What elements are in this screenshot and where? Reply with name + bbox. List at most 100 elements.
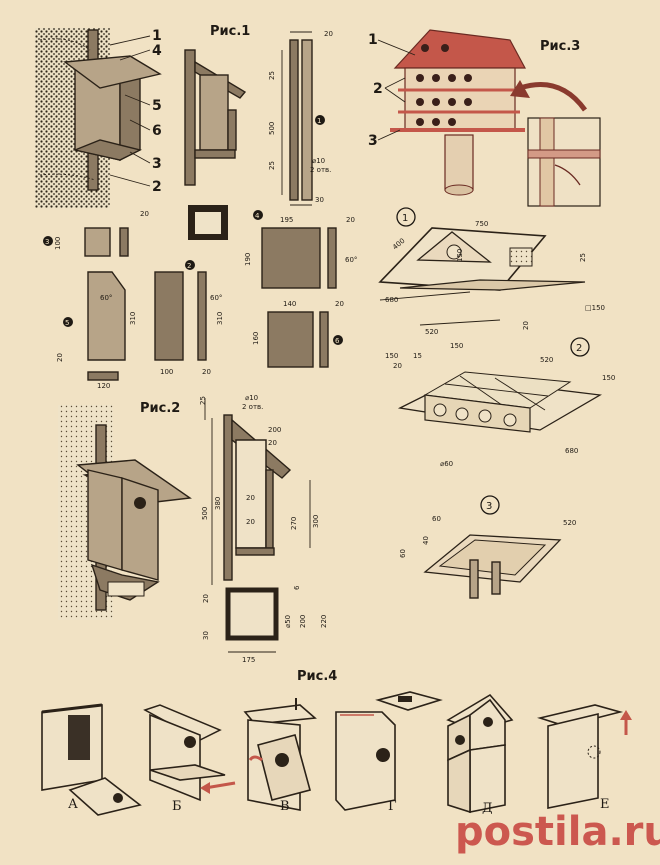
svg-text:40: 40 <box>422 536 430 545</box>
watermark: postila.ru <box>455 809 660 855</box>
part-5 <box>87 271 126 361</box>
fig3-group: Рис.3 1 2 3 <box>368 29 601 207</box>
callout-3: 3 <box>152 156 162 172</box>
svg-text:175: 175 <box>242 656 255 664</box>
svg-text:195: 195 <box>280 216 293 224</box>
fig2-bottom-square <box>225 587 279 641</box>
svg-text:⌀60: ⌀60 <box>440 460 453 468</box>
fig4-variant-a: А <box>41 703 142 816</box>
fig3-roof <box>393 29 527 69</box>
fig2-caption: Рис.2 <box>140 401 180 416</box>
svg-text:25: 25 <box>199 396 207 405</box>
svg-text:60°: 60° <box>210 294 222 302</box>
svg-text:30: 30 <box>315 196 324 204</box>
svg-text:4: 4 <box>255 212 260 220</box>
callout-4: 4 <box>152 43 162 59</box>
svg-text:100: 100 <box>160 368 173 376</box>
svg-text:⌀10: ⌀10 <box>245 394 258 402</box>
fig4-variant-v: В <box>243 698 317 814</box>
svg-text:200: 200 <box>299 615 307 628</box>
fig4-caption: Рис.4 <box>297 669 337 684</box>
svg-text:300: 300 <box>312 515 320 528</box>
svg-text:20: 20 <box>268 439 277 447</box>
fig4-variant-b: Б <box>143 704 236 814</box>
svg-text:20: 20 <box>393 362 402 370</box>
svg-text:20: 20 <box>202 368 211 376</box>
svg-text:⌀50: ⌀50 <box>284 615 292 628</box>
svg-text:3: 3 <box>486 501 492 512</box>
fig3-part3: 3 60 40 520 60 <box>399 495 576 599</box>
part-3 <box>84 227 111 257</box>
fig3-callout-2: 2 <box>373 81 383 97</box>
svg-text:100: 100 <box>54 237 62 250</box>
svg-text:60°: 60° <box>100 294 112 302</box>
fig2-front <box>87 469 123 571</box>
svg-text:20: 20 <box>56 353 64 362</box>
fig3-pole <box>444 134 474 191</box>
svg-text:140: 140 <box>283 300 296 308</box>
svg-text:270: 270 <box>290 517 298 530</box>
fig1-roof <box>63 55 162 89</box>
svg-text:20: 20 <box>246 518 255 526</box>
fig3-callout-3: 3 <box>368 133 378 149</box>
fig3-part1: 1 750 400 150 25 680 520 20 □150 <box>378 207 605 336</box>
svg-text:520: 520 <box>563 519 576 527</box>
svg-text:20: 20 <box>324 30 333 38</box>
part-6 <box>267 311 314 368</box>
svg-text:60: 60 <box>399 549 407 558</box>
fig3-caption: Рис.3 <box>540 39 580 54</box>
part-2 <box>154 271 184 361</box>
fig2-group: Рис.2 25 500 380 ⌀10 2 отв. 200 20 20 20… <box>58 394 328 664</box>
svg-text:500: 500 <box>268 122 276 135</box>
svg-text:Д: Д <box>482 801 493 816</box>
svg-text:520: 520 <box>425 328 438 336</box>
fig4-variant-d: Д <box>446 693 514 816</box>
svg-text:150: 150 <box>602 374 615 382</box>
fig3-callout-1: 1 <box>368 32 378 48</box>
svg-text:220: 220 <box>320 615 328 628</box>
svg-text:150: 150 <box>456 249 464 262</box>
svg-text:2: 2 <box>576 343 582 354</box>
svg-text:20: 20 <box>202 594 210 603</box>
svg-text:1: 1 <box>317 117 321 125</box>
svg-text:25: 25 <box>268 161 276 170</box>
svg-text:□150: □150 <box>585 304 605 312</box>
svg-text:2: 2 <box>187 262 191 270</box>
svg-text:60°: 60° <box>345 256 357 264</box>
svg-text:160: 160 <box>252 332 260 345</box>
svg-text:680: 680 <box>385 296 398 304</box>
svg-text:200: 200 <box>268 426 281 434</box>
svg-text:В: В <box>280 799 290 814</box>
fig4-variant-e: Е <box>537 704 632 812</box>
part-4 <box>261 227 321 289</box>
svg-text:15: 15 <box>413 352 422 360</box>
svg-text:150: 150 <box>450 342 463 350</box>
svg-text:30: 30 <box>202 631 210 640</box>
svg-text:Г: Г <box>388 799 397 814</box>
svg-text:20: 20 <box>346 216 355 224</box>
fig2-section-back <box>223 414 233 581</box>
fig1-caption: Рис.1 <box>210 24 250 39</box>
svg-text:20: 20 <box>522 321 530 330</box>
svg-text:1: 1 <box>402 213 408 224</box>
svg-text:380: 380 <box>214 497 222 510</box>
callout-5: 5 <box>152 98 162 114</box>
svg-text:310: 310 <box>129 312 137 325</box>
svg-text:520: 520 <box>540 356 553 364</box>
svg-text:6: 6 <box>335 337 340 345</box>
svg-text:750: 750 <box>475 220 488 228</box>
fig4-variant-g: Г <box>335 691 443 814</box>
svg-text:2 отв.: 2 отв. <box>242 403 263 411</box>
svg-text:5: 5 <box>65 319 69 327</box>
svg-text:⌀10: ⌀10 <box>312 157 325 165</box>
fig3-entrance-holes <box>416 44 472 126</box>
svg-text:20: 20 <box>140 210 149 218</box>
svg-text:20: 20 <box>246 494 255 502</box>
fig1-section-back <box>184 49 196 186</box>
svg-text:20: 20 <box>335 300 344 308</box>
svg-text:А: А <box>68 797 78 812</box>
svg-text:120: 120 <box>97 382 110 390</box>
svg-text:150: 150 <box>385 352 398 360</box>
